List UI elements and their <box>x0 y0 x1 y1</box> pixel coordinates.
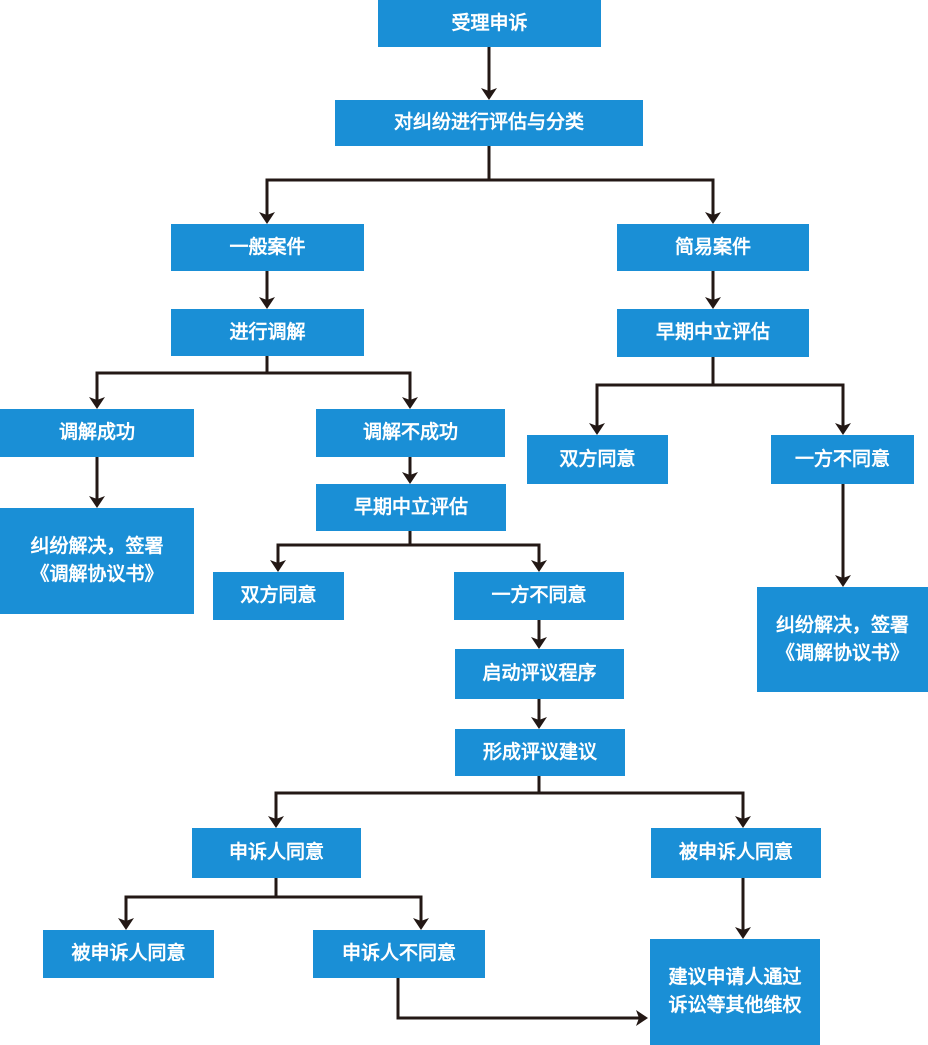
split-suggestion-left <box>268 776 541 828</box>
node-one-disagree-general: 一方不同意 <box>454 572 624 620</box>
node-complainant-disagree: 申诉人不同意 <box>313 930 485 978</box>
node-early-eval-simple: 早期中立评估 <box>617 309 809 357</box>
node-mediate-success: 调解成功 <box>0 409 194 457</box>
node-settle-right: 纠纷解决，签署《调解协议书》 <box>757 587 928 692</box>
node-both-agree-general: 双方同意 <box>213 572 344 620</box>
node-settle-left: 纠纷解决，签署《调解协议书》 <box>0 508 194 614</box>
node-respondent-agree-right: 被申诉人同意 <box>651 828 821 878</box>
node-both-agree-simple: 双方同意 <box>527 435 668 484</box>
node-early-eval-general: 早期中立评估 <box>316 484 506 531</box>
node-mediate-fail: 调解不成功 <box>316 409 505 457</box>
node-respondent-agree-left: 被申诉人同意 <box>43 930 214 978</box>
node-form-suggestion: 形成评议建议 <box>455 729 625 776</box>
split-eval-general-right <box>410 543 547 572</box>
split-mediate-right <box>267 371 418 409</box>
node-mediate: 进行调解 <box>171 309 364 356</box>
node-classify: 对纠纷进行评估与分类 <box>335 100 643 146</box>
split-eval-simple-right <box>713 383 851 435</box>
split-suggestion-right <box>539 791 751 828</box>
node-litigation: 建议申请人通过诉讼等其他维权 <box>650 939 820 1045</box>
split-eval-general-left <box>270 531 412 572</box>
node-general-case: 一般案件 <box>171 224 364 271</box>
split-complainant-left <box>118 878 278 930</box>
split-mediate-left <box>89 356 269 409</box>
node-start-review: 启动评议程序 <box>455 649 624 699</box>
node-complainant-agree: 申诉人同意 <box>192 828 361 878</box>
split-classify-right <box>489 178 721 224</box>
node-accept: 受理申诉 <box>378 0 601 47</box>
node-one-disagree-simple: 一方不同意 <box>771 435 914 484</box>
split-complainant-right <box>276 895 429 930</box>
node-simple-case: 简易案件 <box>617 224 809 271</box>
split-eval-simple-left <box>589 357 715 435</box>
split-classify <box>259 146 491 224</box>
arrow-disagree-to-litigation <box>396 978 648 1026</box>
